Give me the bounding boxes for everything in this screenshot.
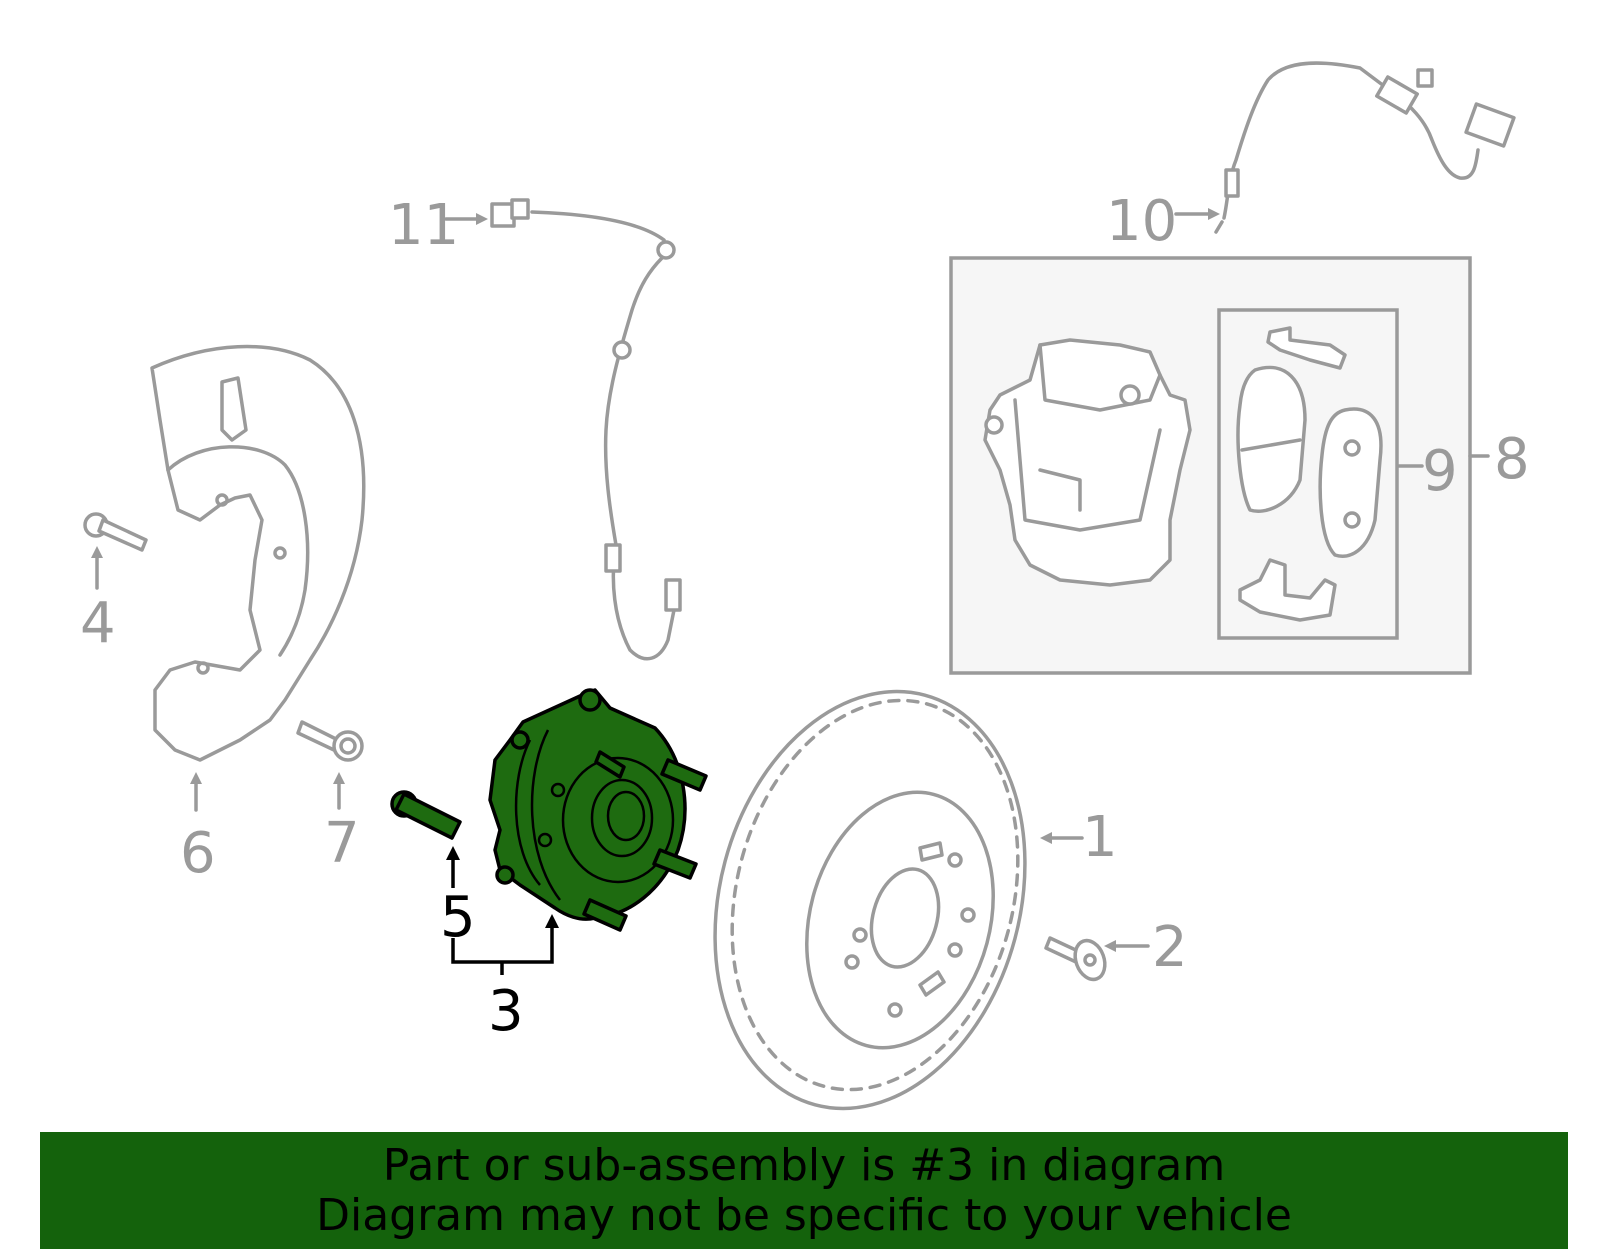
- leader-lines: [91, 208, 1490, 975]
- part-9-pad-kit[interactable]: [1217, 308, 1399, 640]
- part-10-wheel-speed-sensor[interactable]: [1214, 61, 1516, 234]
- part-3-hub-bearing-assembly[interactable]: [488, 688, 708, 932]
- callout-1: 1: [1082, 805, 1118, 870]
- part-2-screw[interactable]: [1044, 936, 1110, 983]
- part-7-bolt[interactable]: [296, 720, 364, 762]
- info-banner: Part or sub-assembly is #3 in diagram Di…: [40, 1132, 1568, 1249]
- callout-3: 3: [488, 979, 524, 1044]
- banner-line-2: Diagram may not be specific to your vehi…: [316, 1189, 1292, 1241]
- part-5-wheel-stud[interactable]: [390, 790, 462, 840]
- callout-6: 6: [180, 821, 216, 886]
- banner-line-1: Part or sub-assembly is #3 in diagram: [382, 1139, 1226, 1191]
- part-6-splash-shield[interactable]: [150, 344, 366, 762]
- part-4-bolt[interactable]: [83, 512, 148, 552]
- callout-10: 10: [1106, 189, 1177, 254]
- callout-5: 5: [440, 885, 476, 950]
- part-11-wheel-speed-sensor[interactable]: [490, 198, 682, 661]
- callout-9: 9: [1422, 439, 1458, 504]
- callout-8: 8: [1494, 427, 1530, 492]
- callout-7: 7: [324, 811, 360, 876]
- callout-2: 2: [1152, 915, 1188, 980]
- callout-11: 11: [388, 193, 459, 258]
- callout-4: 4: [80, 591, 116, 656]
- part-1-brake-rotor[interactable]: [670, 656, 1070, 1143]
